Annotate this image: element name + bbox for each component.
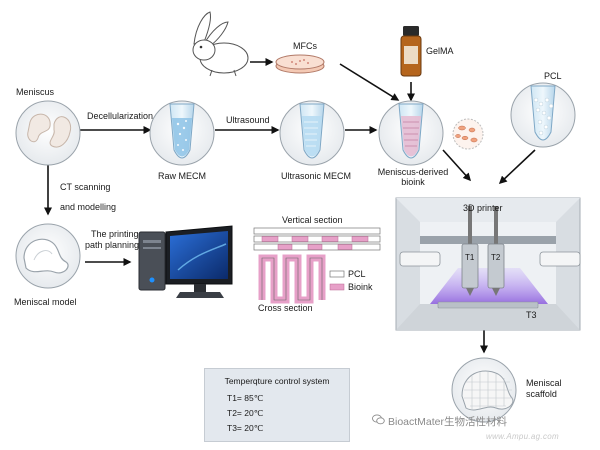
label-ultrasound: Ultrasound xyxy=(226,115,270,125)
label-path-1: The printing xyxy=(91,229,139,239)
label-t3: T3 xyxy=(526,310,537,320)
label-t1: T1 xyxy=(465,253,475,262)
rabbit-icon xyxy=(192,11,249,77)
label-gelma: GelMA xyxy=(426,46,454,56)
temperature-t1: T1= 85℃ xyxy=(227,393,264,403)
label-meniscus: Meniscus xyxy=(16,87,55,97)
label-pcl-tube: PCL xyxy=(544,71,562,81)
nozzle-t1 xyxy=(461,206,479,296)
temperature-t2: T2= 20℃ xyxy=(227,408,264,418)
label-vertical-section: Vertical section xyxy=(282,215,343,225)
label-ultrasonic-mecm: Ultrasonic MECM xyxy=(280,171,352,181)
label-path-2: path planning xyxy=(85,240,140,250)
wechat-icon xyxy=(372,414,385,425)
label-scaffold-2: scaffold xyxy=(526,389,557,399)
meniscal-model xyxy=(15,223,81,289)
meniscal-scaffold xyxy=(451,357,517,423)
label-meniscal-model: Meniscal model xyxy=(14,297,77,307)
computer-icon xyxy=(138,225,233,298)
watermark-sub: www.Ampu.ag.com xyxy=(486,432,559,441)
raw-mecm-tube xyxy=(149,100,215,166)
meniscus-sample xyxy=(15,100,81,166)
watermark-text: BioactMater生物活性材料 xyxy=(388,416,508,428)
label-scaffold-1: Meniscal xyxy=(526,378,562,388)
arrow-mfcs-to-bioink xyxy=(339,63,400,101)
mfcs-dish xyxy=(275,54,325,74)
label-bioink-1: Meniscus-derived xyxy=(377,167,449,177)
cross-section xyxy=(258,254,326,304)
section-legend xyxy=(329,270,345,291)
legend-label-bioink: Bioink xyxy=(348,282,373,292)
legend-label-pcl: PCL xyxy=(348,269,366,279)
flow-arrows xyxy=(44,58,536,354)
pcl-tube xyxy=(510,82,576,148)
bioink-tube xyxy=(378,100,444,166)
temperature-control-box: Temperqture control system T1= 85℃ T2= 2… xyxy=(204,368,350,442)
label-ct-1: CT scanning xyxy=(60,182,111,192)
label-decellularization: Decellularization xyxy=(87,111,154,121)
vertical-section xyxy=(253,227,381,251)
bioink-cells-zoom xyxy=(452,118,484,150)
printer-3d xyxy=(395,197,581,331)
ultrasonic-mecm-tube xyxy=(279,100,345,166)
label-cross-section: Cross section xyxy=(258,303,313,313)
label-ct-2: and modelling xyxy=(60,202,117,212)
label-mfcs: MFCs xyxy=(293,41,317,51)
label-t2: T2 xyxy=(491,253,501,262)
label-3d-printer: 3D printer xyxy=(463,203,503,213)
gelma-bottle xyxy=(400,26,422,77)
temperature-t3: T3= 20℃ xyxy=(227,423,264,433)
temperature-title: Temperqture control system xyxy=(224,376,330,386)
arrow-pcl-to-printer xyxy=(498,149,536,185)
arrow-bioink-to-printer xyxy=(442,149,472,182)
nozzle-t2 xyxy=(487,206,505,296)
label-raw-mecm: Raw MECM xyxy=(157,171,207,181)
label-bioink-2: bioink xyxy=(401,177,425,187)
